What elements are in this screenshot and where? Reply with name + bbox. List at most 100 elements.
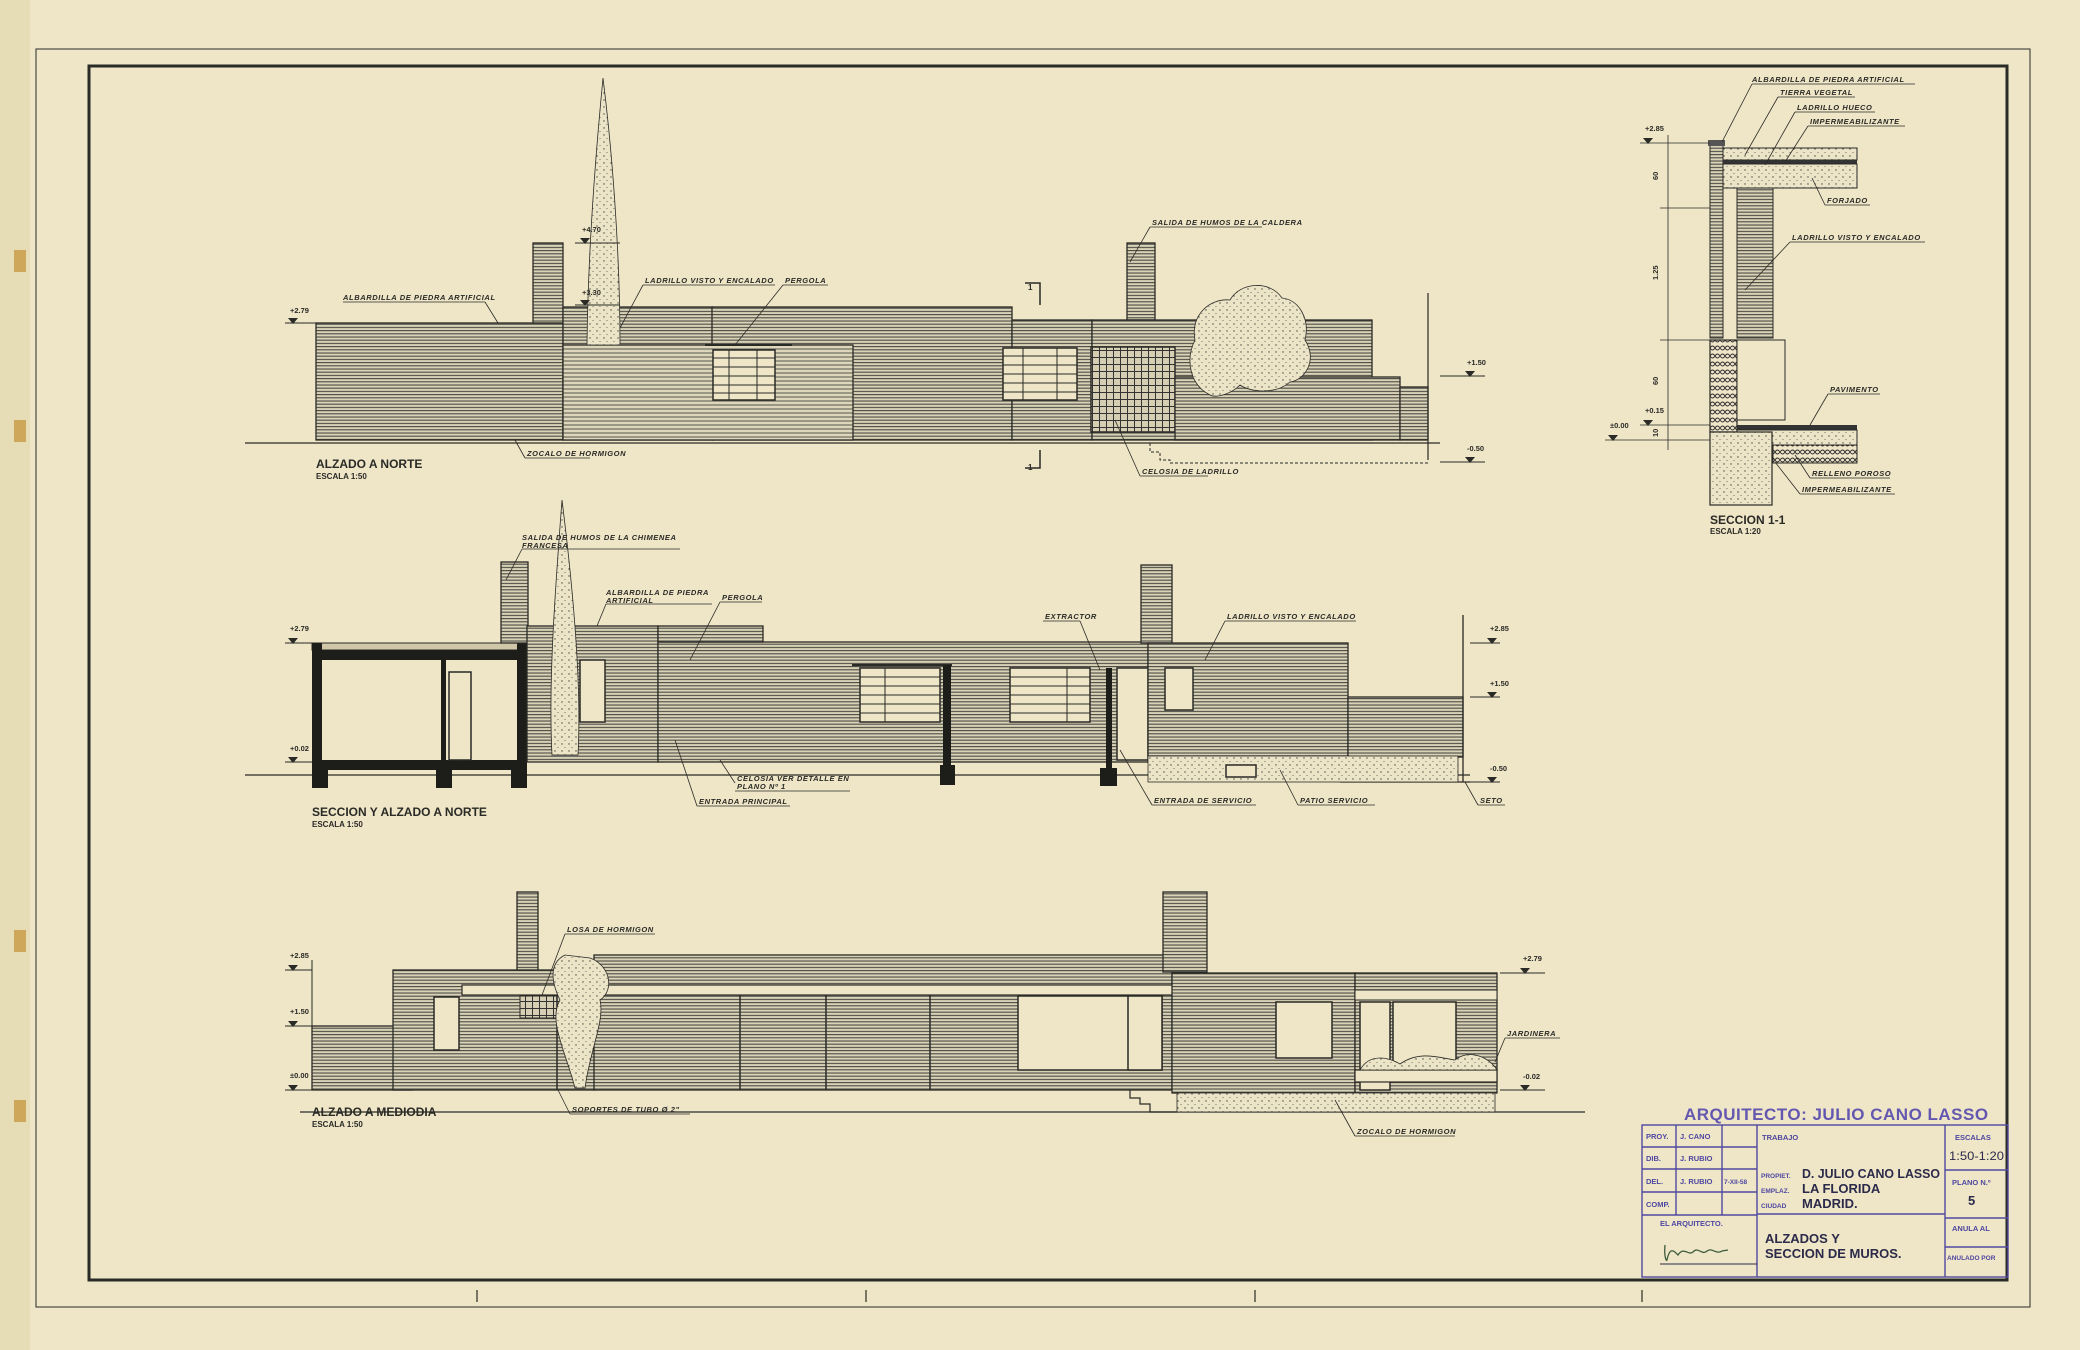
label-brick: LADRILLO VISTO Y ENCALADO bbox=[1227, 612, 1356, 621]
owner-label: PROPIET. bbox=[1761, 1173, 1791, 1180]
label-service-entry: ENTRADA DE SERVICIO bbox=[1154, 796, 1252, 805]
section-mark: 1 bbox=[1028, 283, 1033, 292]
label-brick: LADRILLO VISTO Y ENCALADO bbox=[1792, 233, 1921, 242]
row-date: 7-XII-58 bbox=[1724, 1179, 1748, 1186]
drawing-scale: ESCALA 1:50 bbox=[316, 472, 367, 481]
label-fill: RELLENO POROSO bbox=[1812, 469, 1891, 478]
row-label: DEL. bbox=[1646, 1177, 1663, 1186]
label-lattice: CELOSIA DE LADRILLO bbox=[1142, 467, 1239, 476]
level-label: +2.79 bbox=[1523, 954, 1542, 963]
plan-no-label: PLANO N.º bbox=[1952, 1178, 1991, 1187]
level-label: +2.85 bbox=[290, 951, 309, 960]
elevation-north: +4.70 +3.30 +2.79 +1.50 -0.50 ALBARDILLA… bbox=[245, 77, 1486, 481]
architect-sign-label: EL ARQUITECTO. bbox=[1660, 1219, 1723, 1228]
title-block: ARQUITECTO: JULIO CANO LASSO PROY. J. CA… bbox=[1641, 1105, 2009, 1278]
label-flue: SALIDA DE HUMOS DE LA CALDERA bbox=[1152, 218, 1303, 227]
scales-label: ESCALAS bbox=[1955, 1133, 1991, 1142]
level-label: +2.79 bbox=[290, 624, 309, 633]
level-label: -0.02 bbox=[1523, 1072, 1540, 1081]
label-pergola: PERGOLA bbox=[785, 276, 826, 285]
dimension: 60 bbox=[1651, 377, 1660, 385]
label-waterproofing: IMPERMEABILIZANTE bbox=[1810, 117, 1900, 126]
climbing-plant bbox=[552, 954, 609, 1089]
outer-border bbox=[35, 48, 2031, 1308]
level-label: +3.30 bbox=[582, 288, 601, 297]
label-slab: FORJADO bbox=[1827, 196, 1868, 205]
label-pergola: PERGOLA bbox=[722, 593, 763, 602]
dimension: 1.25 bbox=[1651, 265, 1660, 280]
drawing-title: SECCION DE MUROS. bbox=[1765, 1246, 1902, 1261]
level-label: -0.50 bbox=[1467, 444, 1484, 453]
drawing-title: SECCION Y ALZADO A NORTE bbox=[312, 805, 487, 819]
label-flue: SALIDA DE HUMOS DE LA CHIMENEA bbox=[522, 533, 677, 542]
label-coping: ALBARDILLA DE PIEDRA bbox=[605, 588, 709, 597]
cypress-tree bbox=[586, 77, 621, 346]
city-label: CIUDAD bbox=[1761, 1203, 1787, 1210]
level-label: +1.50 bbox=[1490, 679, 1509, 688]
section-elevation-north: +2.79 +0.02 +2.85 +1.50 -0.50 SALIDA DE … bbox=[245, 499, 1509, 829]
drawing-scale: ESCALA 1:50 bbox=[312, 820, 363, 829]
drawing-scale: ESCALA 1:20 bbox=[1710, 527, 1761, 536]
row-label: PROY. bbox=[1646, 1132, 1669, 1141]
label-brick: LADRILLO VISTO Y ENCALADO bbox=[645, 276, 774, 285]
level-label: +1.50 bbox=[1467, 358, 1486, 367]
label-hedge: SETO bbox=[1480, 796, 1503, 805]
level-label: +4.70 bbox=[582, 225, 601, 234]
tape-marks bbox=[14, 250, 26, 1122]
label-plinth: ZOCALO DE HORMIGON bbox=[1356, 1127, 1456, 1136]
drawing-title: ALZADO A MEDIODIA bbox=[312, 1105, 437, 1119]
level-label: +2.85 bbox=[1645, 124, 1664, 133]
section-mark: 1 bbox=[1028, 463, 1033, 472]
drawing-title: ALZADOS Y bbox=[1765, 1231, 1840, 1246]
paper-aged-edge bbox=[0, 0, 30, 1350]
drawing-title: SECCION 1-1 bbox=[1710, 513, 1786, 527]
label-soil: TIERRA VEGETAL bbox=[1780, 88, 1853, 97]
plan-no: 5 bbox=[1968, 1193, 1975, 1208]
level-label: +0.15 bbox=[1645, 406, 1664, 415]
cypress-tree bbox=[550, 499, 580, 756]
label-service-patio: PATIO SERVICIO bbox=[1300, 796, 1368, 805]
level-label: ±0.00 bbox=[1610, 421, 1629, 430]
work-label: TRABAJO bbox=[1762, 1133, 1798, 1142]
drawing-title: ALZADO A NORTE bbox=[316, 457, 422, 471]
architect-signature bbox=[1664, 1244, 1729, 1261]
label-slab: LOSA DE HORMIGON bbox=[567, 925, 654, 934]
label-planter: JARDINERA bbox=[1507, 1029, 1556, 1038]
label-supports: SOPORTES DE TUBO Ø 2" bbox=[572, 1105, 680, 1114]
row-name: J. CANO bbox=[1680, 1132, 1711, 1141]
drawing-scale: ESCALA 1:50 bbox=[312, 1120, 363, 1129]
label-main-entry: ENTRADA PRINCIPAL bbox=[699, 797, 788, 806]
scales: 1:50-1:20 bbox=[1949, 1149, 2004, 1163]
label-coping: ALBARDILLA DE PIEDRA ARTIFICIAL bbox=[342, 293, 496, 302]
city: MADRID. bbox=[1802, 1196, 1858, 1211]
label-lattice: PLANO Nº 1 bbox=[737, 782, 786, 791]
row-label: DIB. bbox=[1646, 1154, 1661, 1163]
inner-border bbox=[87, 64, 2009, 1282]
dimension: 10 bbox=[1651, 429, 1660, 437]
wall-section-1-1: +2.85 +0.15 ±0.00 60 1.25 60 10 ALBARDIL… bbox=[1605, 75, 1925, 536]
level-markers bbox=[285, 242, 1485, 463]
fold-ticks bbox=[476, 1290, 1643, 1302]
label-paving: PAVIMENTO bbox=[1830, 385, 1879, 394]
owner: D. JULIO CANO LASSO bbox=[1802, 1166, 1940, 1181]
level-label: +2.79 bbox=[290, 306, 309, 315]
level-label: +2.85 bbox=[1490, 624, 1509, 633]
label-plinth: ZOCALO DE HORMIGON bbox=[526, 449, 626, 458]
level-label: -0.50 bbox=[1490, 764, 1507, 773]
level-label: +1.50 bbox=[290, 1007, 309, 1016]
level-label: ±0.00 bbox=[290, 1071, 309, 1080]
label-lattice: CELOSIA VER DETALLE EN bbox=[737, 774, 849, 783]
site-label: EMPLAZ. bbox=[1761, 1188, 1790, 1195]
level-label: +0.02 bbox=[290, 744, 309, 753]
planter bbox=[1354, 1069, 1498, 1083]
cancelled-by-label: ANULADO POR bbox=[1947, 1255, 1996, 1262]
elevation-south: +2.85 +1.50 ±0.00 +2.79 -0.02 LOSA DE HO… bbox=[285, 891, 1585, 1137]
label-coping: ARTIFICIAL bbox=[605, 596, 654, 605]
brick-lattice bbox=[1090, 346, 1176, 433]
dimension: 60 bbox=[1651, 172, 1660, 180]
label-flue: FRANCESA bbox=[522, 541, 568, 550]
label-coping: ALBARDILLA DE PIEDRA ARTIFICIAL bbox=[1751, 75, 1905, 84]
label-waterproofing: IMPERMEABILIZANTE bbox=[1802, 485, 1892, 494]
cancels-label: ANULA AL bbox=[1952, 1224, 1990, 1233]
